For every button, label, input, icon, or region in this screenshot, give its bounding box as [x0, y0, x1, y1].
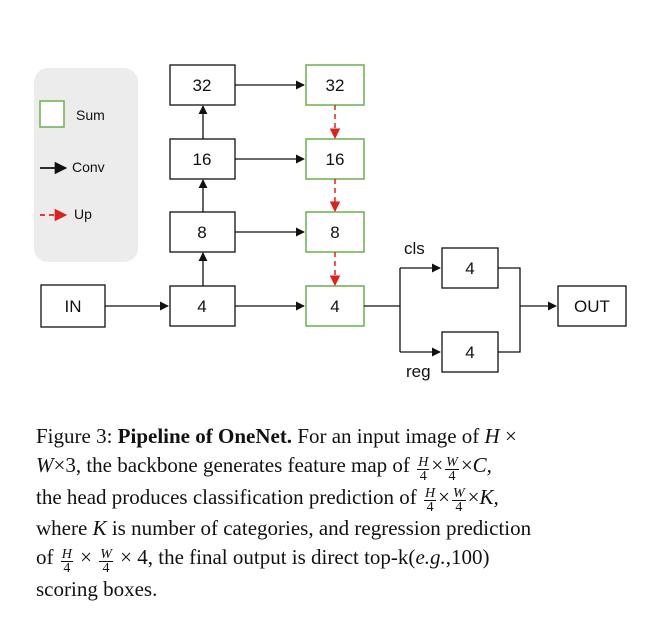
- reg-block-label: 4: [465, 343, 474, 362]
- fpn-column: 32 16 8 4: [305, 64, 365, 327]
- math-var: W: [36, 453, 54, 477]
- caption-text: For an input image of: [297, 424, 480, 448]
- caption-text: is number of categories, and regression …: [111, 516, 532, 541]
- cls-block: [441, 247, 499, 289]
- backbone-block-32-label: 32: [193, 76, 212, 95]
- reg-label: reg: [406, 362, 431, 381]
- output-label: OUT: [574, 297, 610, 316]
- figure-title: Pipeline of OneNet.: [117, 424, 293, 448]
- fpn-block-4-label: 4: [330, 297, 339, 316]
- math-var: K: [92, 516, 107, 541]
- backbone-block-8-label: 8: [197, 223, 206, 242]
- numerator: W: [445, 454, 459, 470]
- backbone-block-4: [169, 285, 236, 327]
- math-op: ×: [53, 453, 66, 477]
- output-box: [557, 285, 627, 327]
- math-op: ×: [80, 545, 92, 570]
- legend-up-label: Up: [74, 206, 92, 222]
- input-label: IN: [65, 297, 82, 316]
- caption-text: ,100): [445, 545, 490, 570]
- caption-text: 3, the backbone generates feature map of: [65, 453, 410, 477]
- math-op: ×: [438, 484, 450, 509]
- backbone-block-16: [169, 138, 236, 180]
- backbone-block-4-label: 4: [197, 297, 206, 316]
- denominator: 4: [426, 500, 434, 516]
- denominator: 4: [63, 561, 71, 577]
- numerator: H: [424, 486, 437, 502]
- caption-text: of: [36, 545, 54, 570]
- numerator: H: [417, 454, 430, 470]
- backbone-column: 32 16 8 4: [169, 64, 236, 327]
- denominator: 4: [448, 468, 456, 484]
- caption-text: where: [36, 516, 88, 541]
- input-box: [40, 284, 106, 328]
- math-var: K,: [479, 484, 499, 509]
- caption-text: scoring boxes.: [36, 577, 158, 602]
- math-op: ×: [431, 453, 444, 477]
- legend-sum-label: Sum: [76, 107, 105, 123]
- merge-line: [498, 267, 521, 353]
- numerator: H: [60, 547, 73, 563]
- denominator: 4: [102, 561, 110, 577]
- math-op: ×: [504, 424, 517, 448]
- sum-swatch: [39, 100, 65, 128]
- fpn-block-4: [305, 285, 365, 327]
- legend: Sum Conv Up: [34, 68, 138, 262]
- math-var: C,: [472, 453, 492, 477]
- figure-caption: Figure 3: Pipeline of OneNet. For an inp…: [36, 422, 626, 604]
- cls-label: cls: [404, 239, 425, 258]
- math-var: H: [484, 424, 500, 448]
- denominator: 4: [455, 500, 463, 516]
- math-op: ×: [120, 545, 132, 570]
- fpn-block-8-label: 8: [330, 223, 339, 242]
- denominator: 4: [419, 468, 427, 484]
- figure-label: Figure 3:: [36, 424, 113, 448]
- cls-block-label: 4: [465, 259, 474, 278]
- math-op: ×: [460, 453, 473, 477]
- backbone-block-16-label: 16: [193, 150, 212, 169]
- caption-text: the head produces classification predict…: [36, 484, 417, 509]
- fpn-block-32: [305, 64, 365, 106]
- fpn-block-16-label: 16: [326, 150, 345, 169]
- legend-conv-label: Conv: [72, 159, 105, 175]
- numerator: W: [99, 547, 113, 563]
- caption-text: 4, the final output is direct top-k(: [137, 545, 416, 570]
- caption-text: e.g.: [415, 545, 446, 570]
- fpn-block-16: [305, 138, 365, 180]
- fpn-block-32-label: 32: [326, 76, 345, 95]
- pipeline-diagram: Sum Conv Up IN 32 16 8 4 32 16 8 4: [34, 64, 627, 381]
- math-op: ×: [467, 484, 480, 509]
- numerator: W: [452, 486, 466, 502]
